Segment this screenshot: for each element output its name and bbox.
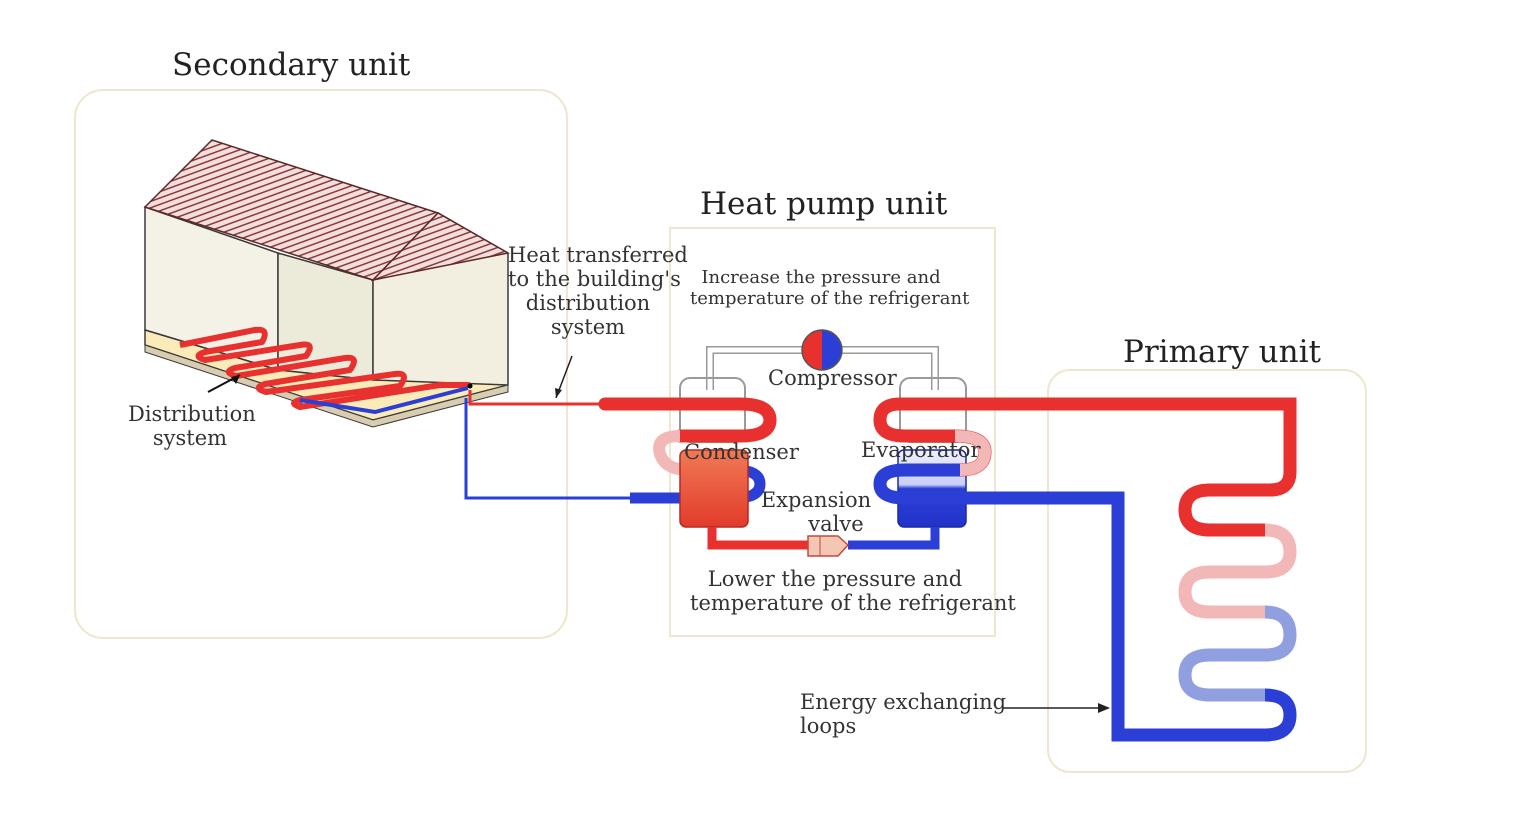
energy-loops-label: Energy exchanging loops — [800, 690, 1007, 739]
lower-pressure-label: Lower the pressure and temperature of th… — [690, 567, 1016, 616]
compressor-symbol — [801, 329, 843, 371]
return-pipe — [464, 398, 640, 500]
energy-exchanging-loops — [1178, 440, 1297, 742]
heat-pump-unit-title: Heat pump unit — [700, 186, 948, 222]
secondary-unit-panel — [74, 89, 568, 639]
increase-pressure-label: Increase the pressure and temperature of… — [690, 267, 970, 309]
evaporator-label: Evaporator — [861, 438, 981, 462]
expansion-valve-label: Expansion valve — [760, 488, 872, 537]
expansion-valve-symbol — [807, 535, 850, 557]
heat-transferred-label: Heat transferred to the building's distr… — [508, 243, 688, 340]
house-illustration — [143, 139, 511, 428]
primary-unit-panel — [1047, 369, 1367, 773]
supply-pipe — [468, 390, 615, 406]
compressor-label: Compressor — [768, 366, 897, 390]
primary-unit-title: Primary unit — [1123, 334, 1321, 370]
condenser-label: Condenser — [684, 440, 799, 464]
distribution-system-label: Distribution system — [128, 402, 256, 451]
secondary-unit-title: Secondary unit — [172, 47, 411, 83]
